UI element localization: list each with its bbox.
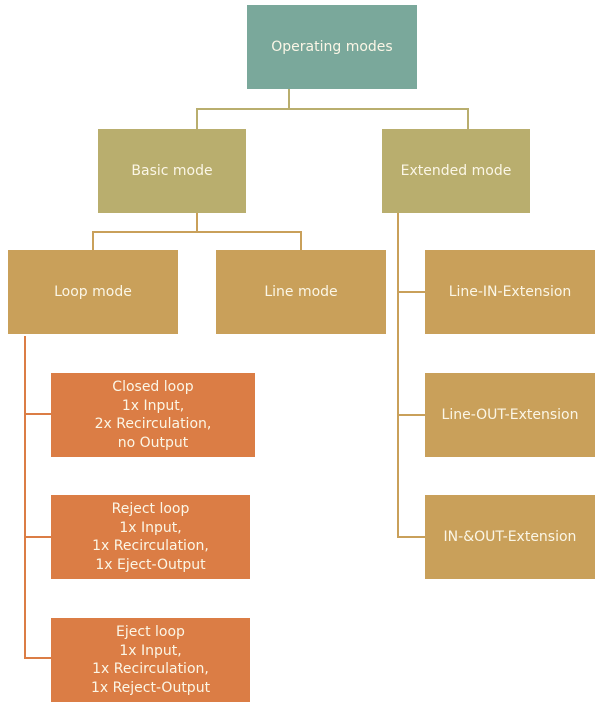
connector-extended-vertical: [397, 213, 399, 538]
node-detail: 1x Reject-Output: [90, 679, 211, 696]
node-label: Operating modes: [271, 38, 393, 55]
connector-basic-down: [196, 212, 198, 232]
node-eject-loop: Eject loop 1x Input, 1x Recirculation, 1…: [51, 618, 250, 702]
node-detail: 1x Recirculation,: [92, 538, 209, 554]
connector-loop-1: [24, 413, 51, 415]
node-detail: no Output: [117, 434, 189, 451]
connector-line-up: [300, 231, 302, 250]
connector-root-down: [288, 89, 290, 109]
node-basic-mode: Basic mode: [98, 129, 246, 213]
node-operating-modes: Operating modes: [247, 5, 417, 89]
connector-basic-up: [196, 108, 198, 129]
node-detail: 1x Input,: [119, 519, 182, 536]
node-title: Eject loop: [116, 624, 185, 640]
node-label: Line-IN-Extension: [448, 283, 572, 300]
node-title: Closed loop: [112, 379, 194, 395]
node-label: IN-&OUT-Extension: [443, 528, 577, 545]
node-loop-mode: Loop mode: [8, 250, 178, 334]
connector-ext-1: [397, 291, 425, 293]
connector-level1-horizontal: [196, 108, 469, 110]
connector-level2-horizontal: [92, 231, 302, 233]
node-detail: 1x Recirculation,: [92, 661, 209, 677]
connector-ext-3: [397, 536, 425, 538]
node-extended-mode: Extended mode: [382, 129, 530, 213]
connector-extended-up: [467, 108, 469, 129]
connector-loop-2: [24, 536, 51, 538]
connector-loop-3: [24, 657, 51, 659]
node-reject-loop: Reject loop 1x Input, 1x Recirculation, …: [51, 495, 250, 579]
node-label: Loop mode: [54, 283, 132, 300]
node-title: Reject loop: [111, 501, 190, 517]
node-label: Line-OUT-Extension: [441, 406, 579, 423]
node-label: Basic mode: [131, 162, 213, 179]
node-label: Line mode: [264, 283, 338, 300]
node-line-out-extension: Line-OUT-Extension: [425, 373, 595, 457]
node-line-in-extension: Line-IN-Extension: [425, 250, 595, 334]
node-detail: 1x Input,: [121, 397, 185, 414]
node-closed-loop: Closed loop 1x Input, 2x Recirculation, …: [51, 373, 255, 457]
node-in-out-extension: IN-&OUT-Extension: [425, 495, 595, 579]
node-detail: 1x Input,: [119, 642, 182, 659]
connector-ext-2: [397, 414, 425, 416]
node-line-mode: Line mode: [216, 250, 386, 334]
node-label: Extended mode: [400, 162, 512, 179]
node-detail: 2x Recirculation,: [94, 416, 212, 432]
node-detail: 1x Eject-Output: [95, 556, 206, 573]
connector-loop-up: [92, 231, 94, 250]
connector-loop-vertical: [24, 336, 26, 659]
